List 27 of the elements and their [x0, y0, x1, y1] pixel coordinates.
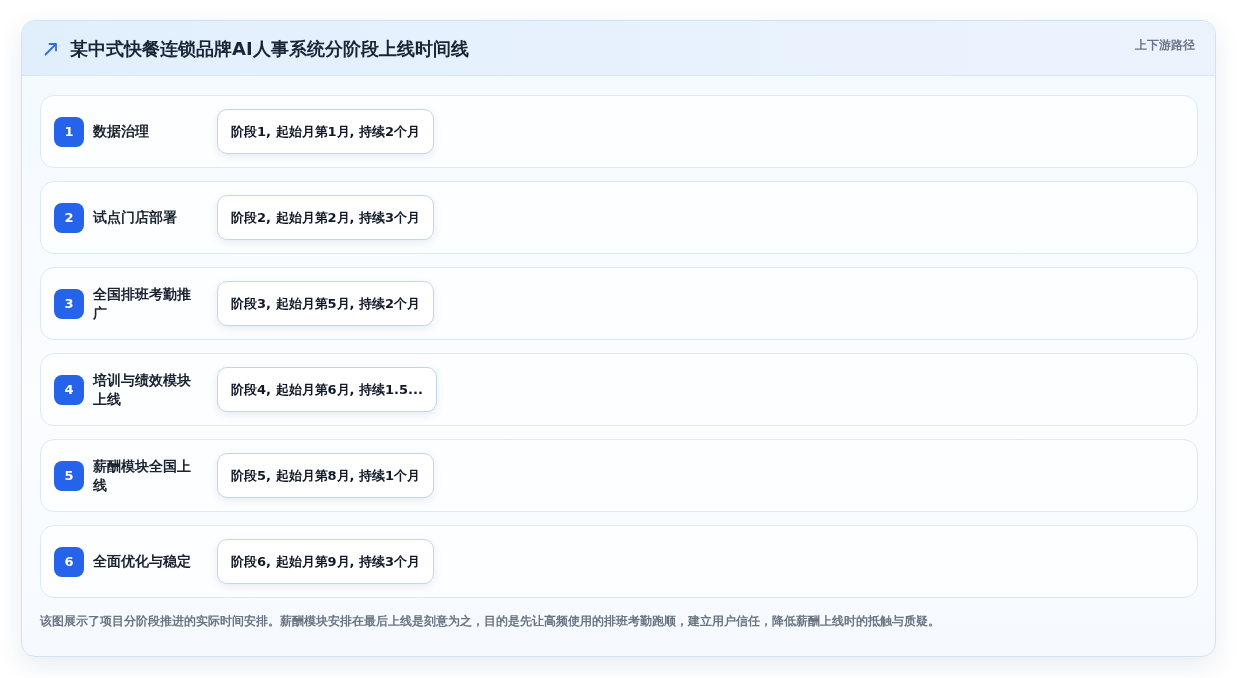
stage-detail-tag: 阶段5, 起始月第8月, 持续1个月	[217, 453, 435, 498]
stage-name: 薪酬模块全国上线	[93, 456, 192, 495]
stage-name: 全国排班考勤推广	[93, 284, 192, 323]
stage-row	[40, 267, 1198, 340]
step-number-badge: 2	[54, 202, 84, 233]
caption: 该图展示了项目分阶段推进的实际时间安排。薪酬模块安排在最后上线是刻意为之，目的是先让高频使用的排班考勤跑顺，建立用户信任，降低薪酬上线时的抵触与质疑。	[40, 613, 940, 630]
stage-name: 数据治理	[93, 122, 150, 141]
stage-name: 培训与绩效模块上线	[93, 370, 192, 409]
stage-detail-tag: 阶段2, 起始月第2月, 持续3个月	[217, 195, 435, 240]
stage-name: 试点门店部署	[93, 208, 178, 227]
stage-detail-tag: 阶段1, 起始月第1月, 持续2个月	[217, 109, 435, 154]
header-label: 上下游路径	[1135, 37, 1195, 53]
step-number-badge: 5	[54, 460, 84, 491]
stage-row	[40, 95, 1198, 168]
stage-row	[40, 181, 1198, 254]
diagram-title: 某中式快餐连锁品牌AI人事系统分阶段上线时间线	[70, 37, 469, 61]
stage-detail-tag: 阶段6, 起始月第9月, 持续3个月	[217, 539, 435, 584]
step-number-badge: 4	[54, 374, 84, 405]
stage-row	[40, 525, 1198, 598]
stage-row	[40, 439, 1198, 512]
stage-detail-tag: 阶段3, 起始月第5月, 持续2个月	[217, 281, 435, 326]
stage-detail-tag: 阶段4, 起始月第6月, 持续1.5...	[217, 367, 437, 412]
stage-name: 全面优化与稳定	[93, 552, 192, 571]
stage-row	[40, 353, 1198, 426]
step-number-badge: 6	[54, 546, 84, 577]
step-number-badge: 1	[54, 116, 84, 147]
step-number-badge: 3	[54, 288, 84, 319]
